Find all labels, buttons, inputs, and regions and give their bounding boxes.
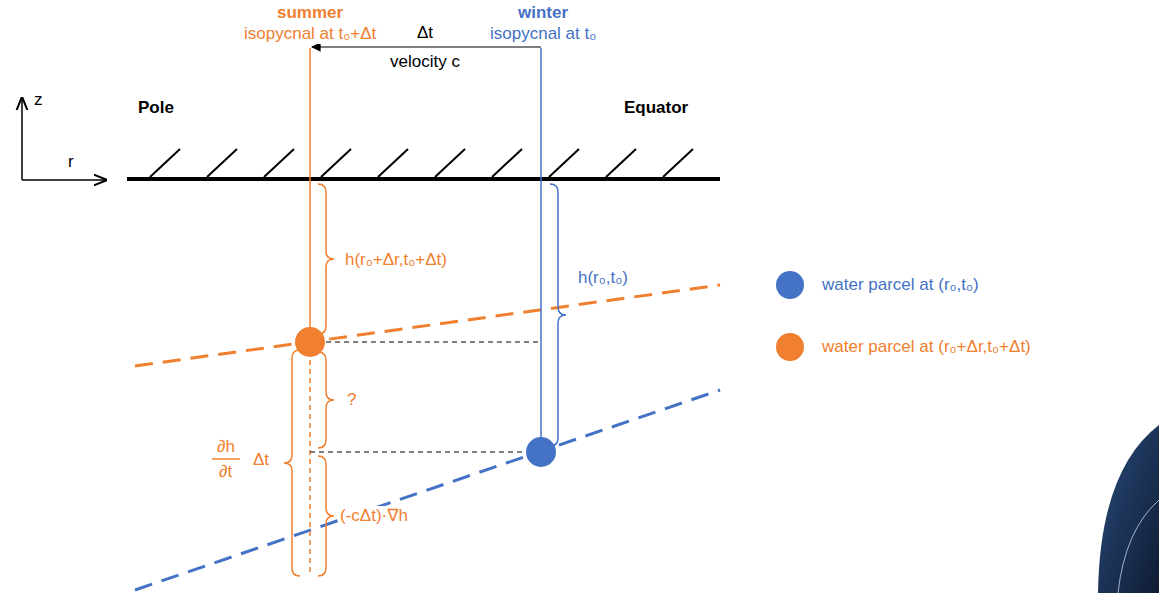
- summer-vertical: [309, 48, 311, 342]
- axis-label: r: [66, 152, 76, 172]
- corner-decoration: [1098, 425, 1159, 593]
- time-step: Δt: [415, 23, 435, 43]
- r-axis: [22, 179, 106, 181]
- heading: winter: [516, 3, 570, 23]
- region-label: Pole: [136, 98, 176, 118]
- heading: summer: [275, 3, 345, 23]
- axis-label: z: [32, 90, 45, 110]
- summer-vertical-dashed: [309, 342, 311, 576]
- subheading: isopycnal at t₀+Δt: [242, 24, 378, 44]
- depth-label: h(r₀+Δr,t₀+Δt): [343, 250, 449, 270]
- surface-hatching: [150, 149, 693, 177]
- propagation-arrow: [312, 46, 541, 47]
- brace: [318, 352, 334, 448]
- legend-swatch: [776, 333, 804, 361]
- unknown-label: ?: [345, 390, 358, 410]
- fraction-top: ∂h: [215, 437, 237, 457]
- time-step: Δt: [251, 450, 271, 470]
- brace: [318, 184, 334, 334]
- summer-parcel: [295, 327, 325, 357]
- sea-surface: [127, 177, 720, 181]
- winter-parcel: [526, 437, 556, 467]
- fraction-bottom: ∂t: [217, 462, 234, 482]
- depth-label: h(r₀,t₀): [576, 268, 630, 288]
- winter-isopycnal: [135, 390, 720, 590]
- summer-isopycnal: [135, 285, 720, 366]
- guide-line: [310, 452, 526, 453]
- subheading: isopycnal at t₀: [488, 24, 598, 44]
- corner-decoration: [1118, 500, 1159, 593]
- legend-text: water parcel at (r₀+Δr,t₀+Δt): [820, 337, 1033, 357]
- brace: [550, 184, 566, 446]
- legend-text: water parcel at (r₀,t₀): [820, 275, 981, 295]
- winter-vertical: [540, 48, 542, 452]
- legend-swatch: [776, 271, 804, 299]
- brace: [318, 456, 334, 576]
- guide-line: [326, 342, 541, 343]
- z-axis: [21, 98, 23, 180]
- fraction-bar: [212, 458, 240, 460]
- advection-term: (-cΔt)·∇h: [338, 506, 410, 526]
- velocity-label: velocity c: [388, 52, 462, 72]
- braces: [284, 184, 566, 576]
- region-label: Equator: [622, 98, 690, 118]
- brace: [284, 350, 300, 576]
